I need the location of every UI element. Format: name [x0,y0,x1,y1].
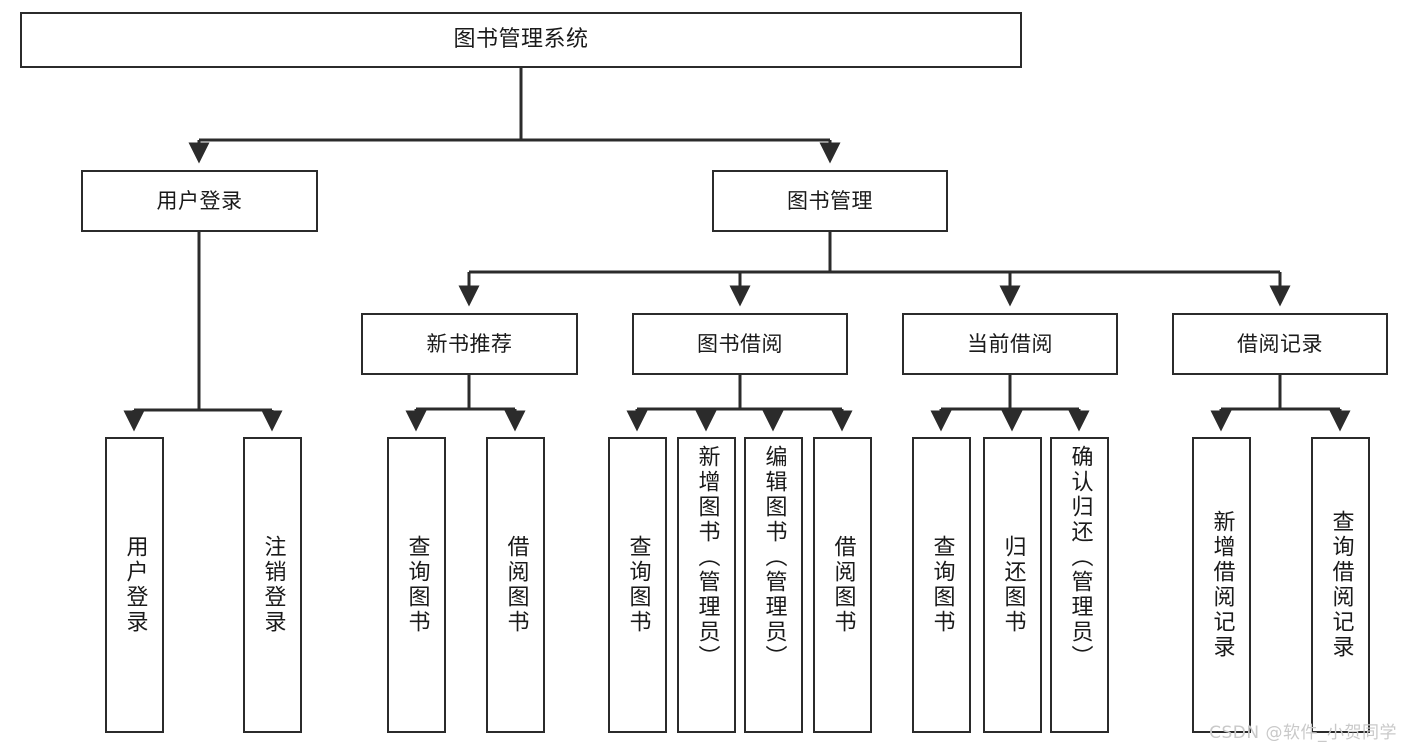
node-label: 归还图书 [1000,535,1026,635]
node-label: 查询图书 [929,535,955,635]
node-leaf-confirm-return[interactable]: 确认归还（管理员） [1050,437,1109,733]
node-label: 图书管理 [787,188,873,213]
node-leaf-user-login[interactable]: 用户登录 [105,437,164,733]
node-label: 借阅记录 [1237,331,1323,356]
node-label: 当前借阅 [967,331,1053,356]
node-label: 注销登录 [260,535,286,635]
node-leaf-add-book[interactable]: 新增图书（管理员） [677,437,736,733]
node-leaf-query-record[interactable]: 查询借阅记录 [1311,437,1370,733]
csdn-watermark: CSDN @软件_小贺同学 [1209,723,1397,743]
node-leaf-logout[interactable]: 注销登录 [243,437,302,733]
node-label: 新增图书（管理员） [694,445,720,670]
node-leaf-borrow-book-1[interactable]: 借阅图书 [486,437,545,733]
node-current-borrow[interactable]: 当前借阅 [902,313,1118,375]
node-borrow-record[interactable]: 借阅记录 [1172,313,1388,375]
node-leaf-borrow-book-2[interactable]: 借阅图书 [813,437,872,733]
node-leaf-query-book-2[interactable]: 查询图书 [608,437,667,733]
node-label: 借阅图书 [830,535,856,635]
node-system-root[interactable]: 图书管理系统 [20,12,1022,68]
node-label: 查询图书 [404,535,430,635]
node-label: 编辑图书（管理员） [761,445,787,670]
node-leaf-query-book-3[interactable]: 查询图书 [912,437,971,733]
node-label: 用户登录 [122,535,148,635]
node-leaf-add-record[interactable]: 新增借阅记录 [1192,437,1251,733]
node-label: 用户登录 [156,188,243,213]
node-label: 新书推荐 [426,331,513,356]
node-leaf-edit-book[interactable]: 编辑图书（管理员） [744,437,803,733]
node-new-book-recommend[interactable]: 新书推荐 [361,313,578,375]
node-book-management[interactable]: 图书管理 [712,170,948,232]
node-label: 图书借阅 [697,331,783,356]
node-user-login[interactable]: 用户登录 [81,170,318,232]
node-label: 查询图书 [625,535,651,635]
node-leaf-return-book[interactable]: 归还图书 [983,437,1042,733]
node-label: 查询借阅记录 [1328,510,1354,660]
node-book-borrow[interactable]: 图书借阅 [632,313,848,375]
node-label: 图书管理系统 [453,27,589,52]
node-leaf-query-book-1[interactable]: 查询图书 [387,437,446,733]
node-label: 新增借阅记录 [1209,510,1235,660]
node-label: 借阅图书 [503,535,529,635]
node-label: 确认归还（管理员） [1067,445,1093,670]
